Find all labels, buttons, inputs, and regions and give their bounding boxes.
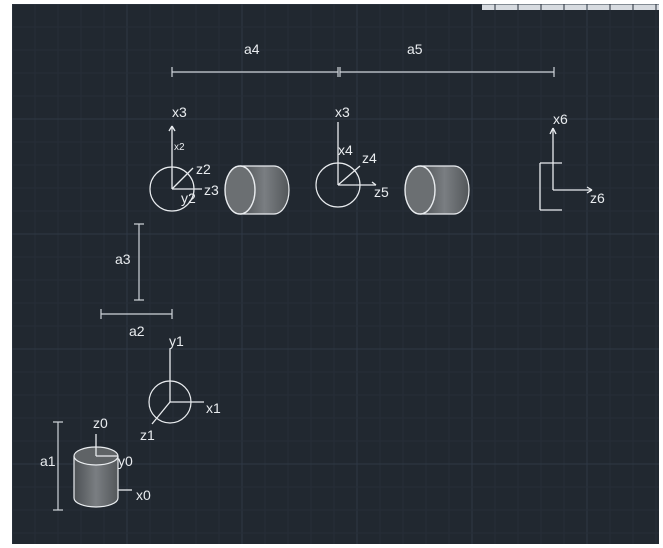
label-y2: y2 — [181, 190, 196, 206]
label-z5: z5 — [374, 184, 389, 200]
label-x1: x1 — [206, 400, 221, 416]
dimension-a4: a4 — [171, 41, 339, 77]
label-a1: a1 — [40, 453, 56, 469]
label-z6: z6 — [590, 190, 605, 206]
label-a5: a5 — [407, 41, 423, 57]
dimension-a2: a2 — [100, 309, 173, 339]
dimension-a3: a3 — [115, 223, 144, 301]
label-x4: x4 — [338, 142, 353, 158]
label-x2: x2 — [174, 142, 185, 153]
label-z4: z4 — [362, 150, 377, 166]
kinematic-diagram: a4 a5 a3 a2 a1 — [12, 4, 659, 544]
base-cylinder: z0 y0 x0 — [73, 415, 151, 508]
label-x3-second: x3 — [335, 104, 350, 120]
label-y1: y1 — [169, 333, 184, 349]
label-x0: x0 — [136, 487, 151, 503]
joint-cylinder-6 — [404, 165, 470, 215]
frame-4-5: x3 x4 z4 z5 — [315, 104, 389, 208]
label-x3-top: x3 — [172, 104, 187, 120]
cad-canvas[interactable]: a4 a5 a3 a2 a1 — [12, 4, 659, 544]
label-z3: z3 — [204, 182, 219, 198]
dimension-a1: a1 — [40, 421, 63, 511]
label-z0: z0 — [93, 415, 108, 431]
label-x6: x6 — [553, 111, 568, 127]
dimension-a5: a5 — [339, 41, 555, 77]
label-z1: z1 — [140, 427, 155, 443]
frame-1: y1 x1 z1 — [140, 333, 221, 443]
joint-cylinder-4 — [224, 165, 290, 215]
top-strip — [482, 4, 659, 10]
label-a3: a3 — [115, 251, 131, 267]
label-a4: a4 — [244, 41, 260, 57]
frame-6: x6 z6 — [539, 111, 605, 211]
grid — [12, 4, 659, 544]
label-y0: y0 — [118, 453, 133, 469]
label-z2: z2 — [196, 161, 211, 177]
frame-2-3: x3 x2 z2 y2 z3 — [149, 104, 219, 212]
label-a2: a2 — [129, 323, 145, 339]
